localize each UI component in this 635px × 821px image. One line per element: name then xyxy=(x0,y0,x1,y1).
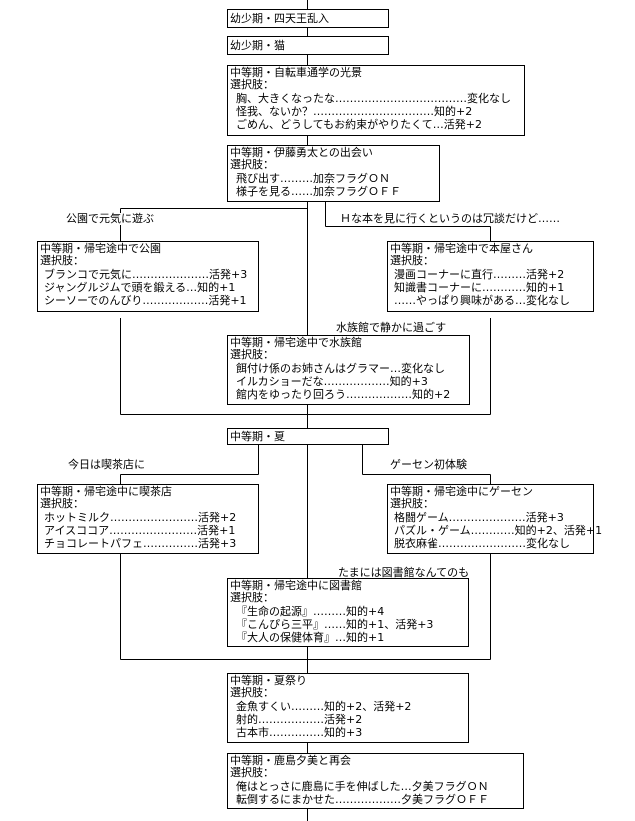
choice-item: 転倒するにまかせた………………夕美フラグＯＦＦ xyxy=(236,793,489,806)
event-box-bookstore: 中等期・帰宅途中で本屋さん 選択肢： 漫画コーナーに直行………活発+2 知識書コ… xyxy=(387,241,594,312)
choice-item: チョコレートパフェ……………活発+3 xyxy=(44,537,237,550)
choice-item: ホットミルク……………………活発+2 xyxy=(44,511,237,524)
event-title: 中等期・鹿島夕美と再会 xyxy=(230,754,351,767)
edge-label-park: 公園で元気に遊ぶ xyxy=(66,212,154,225)
event-title: 中等期・帰宅途中に図書館 xyxy=(230,579,362,592)
event-title: 幼少期・猫 xyxy=(230,39,285,52)
choice-item: 怪我、ないか？……………………………知的+2 xyxy=(236,105,473,118)
choice-item: 館内をゆったり回ろう………………知的+2 xyxy=(236,388,451,401)
event-title: 中等期・帰宅途中で水族館 xyxy=(230,336,362,349)
event-title: 中等期・夏祭り xyxy=(230,674,307,687)
choice-item: 金魚すくい………知的+2、活発+2 xyxy=(236,700,412,713)
event-box-summer-festival: 中等期・夏祭り 選択肢： 金魚すくい………知的+2、活発+2 射的………………活… xyxy=(227,673,469,743)
event-box-summer: 中等期・夏 xyxy=(227,428,389,445)
choice-item: ……やっぱり興味がある…変化なし xyxy=(394,294,570,307)
edge-label-arcade: ゲーセン初体験 xyxy=(390,458,467,471)
choice-item: 胸、大きくなったな………………………………変化なし xyxy=(236,92,511,105)
event-box-park: 中等期・帰宅途中で公園 選択肢： ブランコで元気に…………………活発+3 ジャン… xyxy=(37,241,259,312)
choice-item: パズル・ゲーム…………知的+2、活発+1 xyxy=(394,524,603,537)
choices-heading: 選択肢： xyxy=(40,497,84,510)
choice-item: ジャングルジムで頭を鍛える…知的+1 xyxy=(44,281,236,294)
choice-item: 脱衣麻雀……………………変化なし xyxy=(394,537,570,550)
event-title: 中等期・伊藤勇太との出会い xyxy=(230,146,373,159)
choices-heading: 選択肢： xyxy=(230,766,274,779)
event-box-library: 中等期・帰宅途中に図書館 選択肢： 『生命の起源』………知的+4 『こんぴら三平… xyxy=(227,578,469,647)
choice-item: 射的………………活発+2 xyxy=(236,713,363,726)
choice-item: ブランコで元気に…………………活発+3 xyxy=(44,268,248,281)
choice-item: 知識書コーナーに…………知的+1 xyxy=(394,281,565,294)
event-title: 中等期・帰宅途中にゲーセン xyxy=(390,485,533,498)
event-title: 幼少期・四天王乱入 xyxy=(230,12,329,25)
choices-heading: 選択肢： xyxy=(390,497,434,510)
event-title: 中等期・帰宅途中に喫茶店 xyxy=(40,485,172,498)
choice-item: 古本市……………知的+3 xyxy=(236,726,363,739)
event-box-aquarium: 中等期・帰宅途中で水族館 選択肢： 餌付け係のお姉さんはグラマー…変化なし イル… xyxy=(227,335,470,405)
choice-item: アイスココア……………………活発+1 xyxy=(44,524,236,537)
event-box-meet-yuta: 中等期・伊藤勇太との出会い 選択肢： 飛び出す………加奈フラグＯＮ 様子を見る…… xyxy=(227,145,440,202)
choice-item: 餌付け係のお姉さんはグラマー…変化なし xyxy=(236,362,445,375)
choice-item: シーソーでのんびり………………活発+1 xyxy=(44,294,247,307)
event-title: 中等期・夏 xyxy=(230,430,285,443)
choices-heading: 選択肢： xyxy=(40,254,84,267)
event-box-cafe: 中等期・帰宅途中に喫茶店 選択肢： ホットミルク……………………活発+2 アイス… xyxy=(37,484,259,554)
event-box-bicycle-commute: 中等期・自転車通学の光景 選択肢： 胸、大きくなったな………………………………変… xyxy=(227,65,525,136)
choices-heading: 選択肢： xyxy=(230,158,274,171)
event-box-arcade: 中等期・帰宅途中にゲーセン 選択肢： 格闘ゲーム…………………活発+3 パズル・… xyxy=(387,484,602,554)
choice-item: 漫画コーナーに直行………活発+2 xyxy=(394,268,565,281)
event-title: 中等期・帰宅途中で公園 xyxy=(40,242,161,255)
choices-heading: 選択肢： xyxy=(230,591,274,604)
choice-item: 飛び出す………加奈フラグＯＮ xyxy=(236,172,390,185)
edge-label-bookstore: Ｈな本を見に行くというのは冗談だけど…… xyxy=(340,212,560,225)
choice-item: 『大人の保健体育』…知的+1 xyxy=(236,631,385,644)
choice-item: イルカショーだな………………知的+3 xyxy=(236,375,428,388)
choice-item: 格闘ゲーム…………………活発+3 xyxy=(394,511,564,524)
choice-item: 様子を見る……加奈フラグＯＦＦ xyxy=(236,185,401,198)
event-box-youth-shitennou: 幼少期・四天王乱入 xyxy=(227,9,389,28)
event-title: 中等期・帰宅途中で本屋さん xyxy=(390,242,533,255)
choices-heading: 選択肢： xyxy=(230,686,274,699)
event-box-reunion-yumi: 中等期・鹿島夕美と再会 選択肢： 俺はとっさに鹿島に手を伸ばした…夕美フラグＯＮ… xyxy=(227,753,524,809)
choice-item: ごめん、どうしてもお約束がやりたくて…活発+2 xyxy=(236,118,483,131)
edge-label-cafe: 今日は喫茶店に xyxy=(68,458,145,471)
choice-item: 『こんぴら三平』……知的+1、活発+3 xyxy=(236,618,434,631)
choices-heading: 選択肢： xyxy=(390,254,434,267)
choice-item: 俺はとっさに鹿島に手を伸ばした…夕美フラグＯＮ xyxy=(236,780,489,793)
edge-label-aquarium: 水族館で静かに過ごす xyxy=(336,321,447,334)
choice-item: 『生命の起源』………知的+4 xyxy=(236,605,385,618)
choices-heading: 選択肢： xyxy=(230,348,274,361)
choices-heading: 選択肢： xyxy=(230,78,274,91)
event-title: 中等期・自転車通学の光景 xyxy=(230,66,362,79)
event-box-youth-cat: 幼少期・猫 xyxy=(227,36,389,55)
edge-label-library: たまには図書館なんてのも xyxy=(338,566,470,579)
